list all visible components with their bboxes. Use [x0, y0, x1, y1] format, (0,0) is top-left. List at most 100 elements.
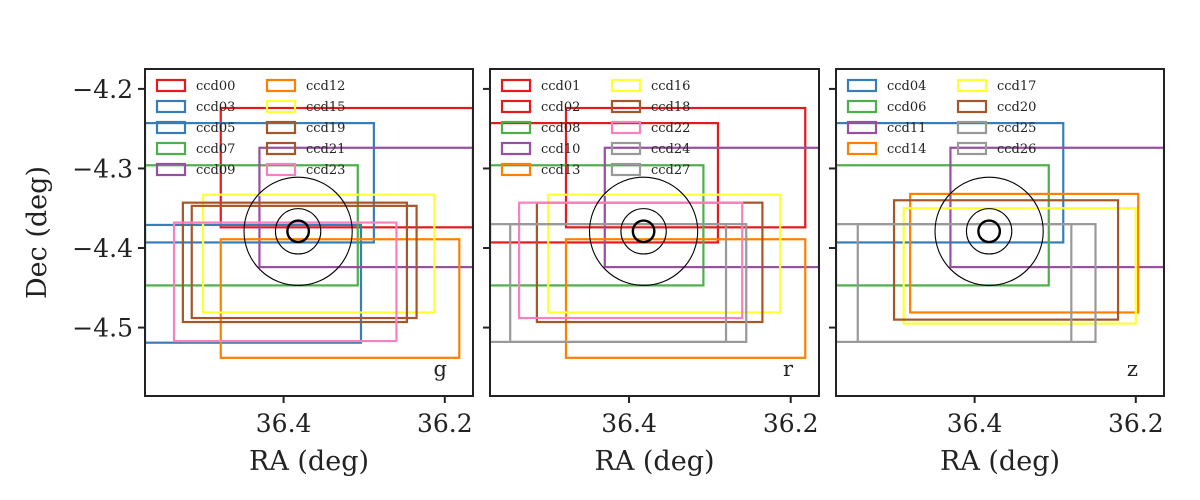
legend-swatch-ccd21 — [265, 141, 297, 156]
legend-label-ccd08: ccd08 — [541, 121, 580, 136]
legend-label-ccd19: ccd19 — [306, 121, 345, 136]
footprint-ccd17 — [902, 207, 1137, 325]
legend-swatch-ccd03 — [155, 99, 187, 114]
legend-label-ccd22: ccd22 — [651, 121, 690, 136]
legend-swatch-ccd01 — [500, 78, 532, 93]
axes-frame — [489, 68, 820, 397]
x-tick-label: 36.4 — [601, 409, 657, 438]
legend-swatch-ccd16 — [610, 78, 642, 93]
footprint-ccd13 — [564, 238, 807, 359]
legend-label-ccd14: ccd14 — [887, 142, 926, 157]
legend-label-ccd00: ccd00 — [196, 79, 235, 94]
footprint-ccd15 — [201, 193, 436, 314]
legend-swatch-ccd24 — [610, 141, 642, 156]
x-tick-label: 36.4 — [947, 409, 1003, 438]
footprint-ccd01 — [564, 106, 807, 229]
target-circle-1 — [631, 219, 656, 244]
legend-label-ccd24: ccd24 — [651, 142, 690, 157]
legend-label-ccd13: ccd13 — [541, 163, 580, 178]
legend-swatch-ccd22 — [610, 120, 642, 135]
footprint-ccd12 — [219, 238, 461, 359]
plot-area — [836, 122, 1164, 343]
footprint-ccd16 — [547, 193, 782, 314]
legend-swatch-ccd02 — [500, 99, 532, 114]
axes-frame — [144, 68, 474, 397]
band-label: g — [434, 357, 447, 381]
legend-swatch-ccd09 — [155, 162, 187, 177]
legend-swatch-ccd20 — [956, 99, 988, 114]
plot-area — [490, 106, 819, 359]
legend-swatch-ccd08 — [500, 120, 532, 135]
legend-label-ccd20: ccd20 — [997, 100, 1036, 115]
legend-swatch-ccd12 — [265, 78, 297, 93]
legend-swatch-ccd05 — [155, 120, 187, 135]
legend-label-ccd09: ccd09 — [196, 163, 235, 178]
target-circle-2 — [274, 208, 322, 255]
legend-swatch-ccd27 — [610, 162, 642, 177]
legend-swatch-ccd18 — [610, 99, 642, 114]
axes-frame — [835, 68, 1165, 397]
legend-swatch-ccd19 — [265, 120, 297, 135]
legend-label-ccd17: ccd17 — [997, 79, 1036, 94]
footprint-ccd22 — [518, 201, 744, 320]
footprint-ccd06 — [836, 164, 1050, 287]
legend-label-ccd06: ccd06 — [887, 100, 926, 115]
footprint-ccd07 — [145, 164, 359, 287]
legend: ccd00ccd03ccd05ccd07ccd09ccd12ccd15ccd19… — [155, 78, 345, 178]
target-circle-1 — [286, 219, 311, 244]
band-label: r — [783, 357, 794, 381]
legend-label-ccd07: ccd07 — [196, 142, 235, 157]
target-circle-3 — [934, 176, 1044, 286]
legend-label-ccd11: ccd11 — [887, 121, 926, 136]
legend-label-ccd15: ccd15 — [306, 100, 345, 115]
legend-label-ccd18: ccd18 — [651, 100, 690, 115]
legend-swatch-ccd15 — [265, 99, 297, 114]
footprint-ccd23 — [172, 221, 398, 343]
y-tick-label: −4.2 — [72, 75, 133, 104]
footprint-ccd10 — [603, 146, 819, 269]
legend-label-ccd12: ccd12 — [306, 79, 345, 94]
legend-swatch-ccd11 — [846, 120, 878, 135]
legend-label-ccd27: ccd27 — [651, 163, 690, 178]
target-circle-2 — [620, 208, 667, 255]
legend-label-ccd16: ccd16 — [651, 79, 690, 94]
legend-label-ccd03: ccd03 — [196, 100, 235, 115]
y-tick-label: −4.4 — [72, 234, 133, 263]
legend-swatch-ccd07 — [155, 141, 187, 156]
y-tick-label: −4.3 — [72, 154, 133, 183]
footprint-ccd27 — [509, 223, 748, 343]
footprint-ccd19 — [181, 201, 409, 324]
legend-swatch-ccd25 — [956, 120, 988, 135]
legend-label-ccd21: ccd21 — [306, 142, 345, 157]
legend-label-ccd23: ccd23 — [306, 163, 345, 178]
x-tick-label: 36.2 — [763, 409, 819, 438]
legend-label-ccd02: ccd02 — [541, 100, 580, 115]
target-circle-3 — [588, 176, 699, 286]
footprint-ccd26 — [856, 223, 1097, 343]
x-tick-label: 36.2 — [417, 409, 473, 438]
legend-swatch-ccd23 — [265, 162, 297, 177]
footprint-ccd20 — [892, 199, 1120, 321]
x-tick-label: 36.4 — [256, 409, 312, 438]
legend-swatch-ccd17 — [956, 78, 988, 93]
footprint-ccd08 — [490, 164, 705, 287]
legend: ccd01ccd02ccd08ccd10ccd13ccd16ccd18ccd22… — [500, 78, 690, 178]
legend-label-ccd26: ccd26 — [997, 142, 1036, 157]
legend-label-ccd01: ccd01 — [541, 79, 580, 94]
footprint-ccd09 — [258, 146, 473, 269]
target-circle-1 — [977, 219, 1002, 244]
legend-swatch-ccd13 — [500, 162, 532, 177]
y-axis-label: Dec (deg) — [22, 166, 53, 299]
footprint-ccd21 — [190, 204, 418, 320]
y-tick-label: −4.5 — [72, 314, 133, 343]
footprint-ccd18 — [535, 201, 764, 324]
target-circle-2 — [965, 208, 1013, 255]
legend-label-ccd04: ccd04 — [887, 79, 926, 94]
x-tick-label: 36.2 — [1108, 409, 1164, 438]
footprint-ccd05 — [145, 223, 363, 344]
